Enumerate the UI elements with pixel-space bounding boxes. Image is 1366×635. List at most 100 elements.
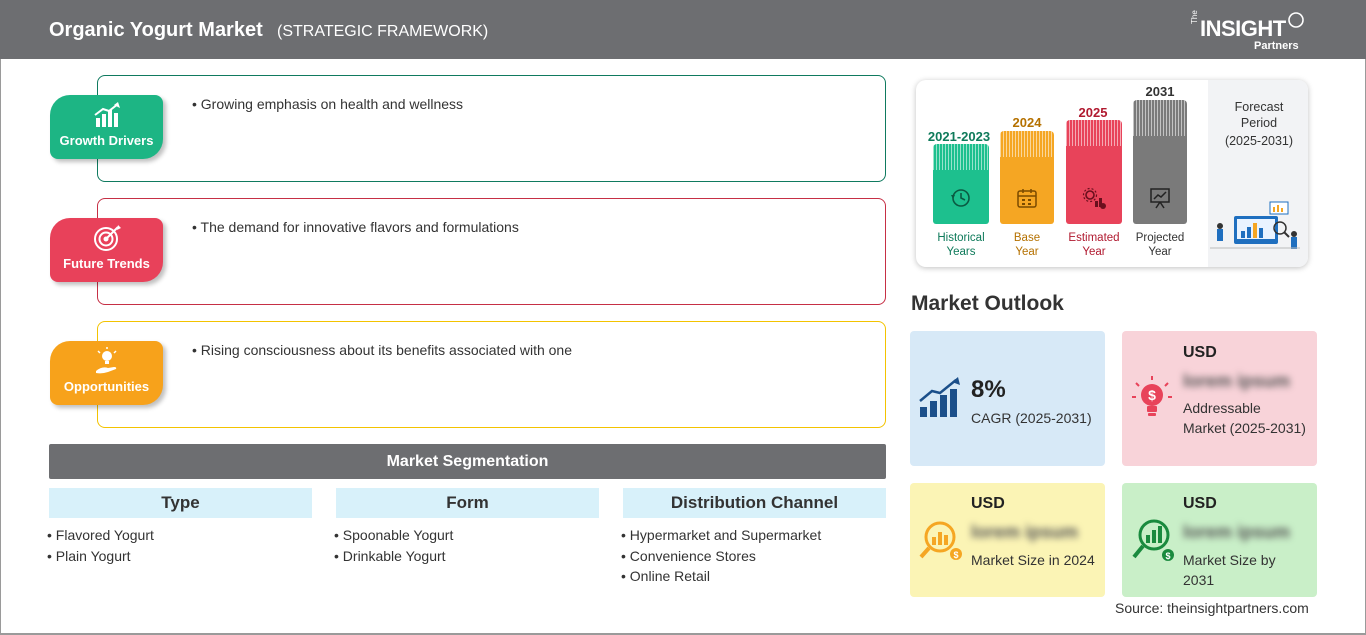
- dollar-bulb-icon: $: [1132, 376, 1172, 416]
- segment-item-text: Convenience Stores: [629, 548, 756, 564]
- size-2024-label: Market Size in 2024: [971, 552, 1095, 568]
- svg-text:$: $: [953, 550, 958, 560]
- segment-item-text: Hypermarket and Supermarket: [629, 527, 822, 543]
- bar-stripe: [933, 144, 989, 170]
- source-citation: Source: theinsightpartners.com: [1115, 600, 1309, 616]
- opportunities-badge: Opportunities: [50, 341, 163, 405]
- market-size-2031-card: $ USD lorem ipsum Market Size by 2031: [1122, 483, 1317, 597]
- bar-stripe: [1066, 120, 1122, 146]
- bar-caption-line1: Projected: [1135, 232, 1185, 244]
- bar-caption-base: Base Year: [998, 231, 1056, 259]
- future-trends-text: The demand for innovative flavors and fo…: [200, 219, 519, 235]
- presentation-chart-icon: [1150, 188, 1170, 209]
- page-subtitle: (STRATEGIC FRAMEWORK): [277, 23, 489, 40]
- forecast-period-label: Forecast Period (2025-2031): [1214, 99, 1304, 149]
- frame-bottom: [0, 633, 1366, 635]
- addressable-usd: USD: [1183, 344, 1217, 361]
- bar-projected: [1133, 100, 1187, 224]
- size-2031-value-blurred: lorem ipsum: [1183, 522, 1291, 542]
- bar-caption-line1: Base: [1013, 232, 1041, 244]
- bar-caption-line2: Year: [1015, 246, 1039, 258]
- future-trends-bullet: • The demand for innovative flavors and …: [192, 219, 519, 235]
- future-trends-label: Future Trends: [63, 256, 150, 271]
- size-2024-value-blurred: lorem ipsum: [971, 522, 1079, 542]
- future-trends-card: • The demand for innovative flavors and …: [97, 198, 886, 305]
- forecast-line1: Forecast: [1234, 100, 1284, 114]
- segment-item: • Plain Yogurt: [47, 548, 131, 564]
- analytics-people-illustration-icon: [1210, 201, 1300, 249]
- addressable-label: Addressable Market (2025-2031): [1183, 400, 1306, 436]
- segment-item: • Hypermarket and Supermarket: [621, 527, 822, 543]
- bar-estimated: [1066, 120, 1122, 224]
- market-segmentation-title: Market Segmentation: [49, 444, 886, 479]
- addressable-value-blurred: lorem ipsum: [1183, 371, 1291, 391]
- opportunities-card: • Rising consciousness about its benefit…: [97, 321, 886, 428]
- segment-item-text: Plain Yogurt: [55, 548, 131, 564]
- market-outlook-title: Market Outlook: [911, 292, 1064, 315]
- logo-insight-text: INSIGHT: [1200, 16, 1286, 41]
- growth-drivers-bullet: • Growing emphasis on health and wellnes…: [192, 96, 464, 112]
- market-size-2024-card: $ USD lorem ipsum Market Size in 2024: [910, 483, 1105, 597]
- bar-stripe: [1000, 131, 1054, 157]
- insight-partners-logo[interactable]: The INSIGHT Partners: [1190, 10, 1310, 54]
- lightbulb-hand-icon: [96, 347, 117, 374]
- gear-chart-icon: [1082, 187, 1106, 209]
- bar-caption-projected: Projected Year: [1126, 231, 1194, 259]
- year-label-historical: 2021-2023: [927, 129, 991, 144]
- addressable-market-card: $ USD lorem ipsum Addressable Market (20…: [1122, 331, 1317, 466]
- forecast-line2: Period: [1240, 116, 1278, 130]
- bar-stripe: [1133, 100, 1187, 136]
- year-label-estimated: 2025: [1078, 105, 1108, 120]
- timeline-panel: 2021-2023 Historical Years 2024 Base Yea…: [916, 80, 1308, 267]
- header-bar: Organic Yogurt Market (STRATEGIC FRAMEWO…: [0, 0, 1366, 59]
- segment-item: • Flavored Yogurt: [47, 527, 154, 543]
- segment-header-type: Type: [49, 488, 312, 518]
- opportunities-text: Rising consciousness about its benefits …: [200, 342, 573, 358]
- size-2031-label: Market Size by 2031: [1183, 552, 1276, 588]
- forecast-line3: (2025-2031): [1224, 134, 1294, 148]
- segment-item: • Online Retail: [621, 568, 710, 584]
- page-title: Organic Yogurt Market: [49, 19, 263, 41]
- logo-the-text: The: [1190, 10, 1199, 24]
- bar-caption-line2: Year: [1082, 246, 1106, 258]
- opportunities-bullet: • Rising consciousness about its benefit…: [192, 342, 573, 358]
- cagr-card: 8% CAGR (2025-2031): [910, 331, 1105, 466]
- bar-chart-growth-icon: [94, 102, 120, 127]
- size-2031-usd: USD: [1183, 495, 1217, 512]
- segment-item-text: Online Retail: [629, 568, 710, 584]
- bar-caption-estimated: Estimated Year: [1060, 231, 1128, 259]
- frame-left: [0, 59, 1, 635]
- segment-item: • Spoonable Yogurt: [334, 527, 454, 543]
- segment-item: • Drinkable Yogurt: [334, 548, 446, 564]
- bar-caption-historical: Historical Years: [926, 231, 996, 259]
- magnifier-growth-icon: $: [1132, 519, 1174, 561]
- calendar-icon: [1017, 189, 1037, 208]
- target-icon: [94, 225, 121, 251]
- bar-historical: [933, 144, 989, 224]
- svg-text:$: $: [1165, 551, 1170, 561]
- segment-header-distribution-channel: Distribution Channel: [623, 488, 886, 518]
- segment-item: • Convenience Stores: [621, 548, 756, 564]
- growth-drivers-badge: Growth Drivers: [50, 95, 163, 159]
- year-label-projected: 2031: [1145, 84, 1175, 99]
- magnifier-chart-icon: $: [919, 521, 962, 560]
- growth-drivers-card: • Growing emphasis on health and wellnes…: [97, 75, 886, 182]
- growth-bar-chart-icon: [919, 377, 960, 417]
- bar-caption-line1: Historical: [937, 232, 985, 244]
- size-2024-usd: USD: [971, 495, 1005, 512]
- history-clock-icon: [951, 189, 970, 207]
- growth-drivers-text: Growing emphasis on health and wellness: [200, 96, 464, 112]
- segment-item-text: Spoonable Yogurt: [342, 527, 454, 543]
- future-trends-badge: Future Trends: [50, 218, 163, 282]
- segment-item-text: Flavored Yogurt: [55, 527, 154, 543]
- bar-base: [1000, 131, 1054, 224]
- cagr-value: 8%: [971, 376, 1006, 403]
- segment-item-text: Drinkable Yogurt: [342, 548, 446, 564]
- svg-text:$: $: [1148, 387, 1156, 403]
- logo-partners-text: Partners: [1254, 40, 1299, 52]
- bar-caption-line2: Year: [1148, 246, 1172, 258]
- bar-caption-line2: Years: [946, 246, 976, 258]
- cagr-label: CAGR (2025-2031): [971, 410, 1092, 426]
- growth-drivers-label: Growth Drivers: [59, 133, 154, 148]
- segment-header-form: Form: [336, 488, 599, 518]
